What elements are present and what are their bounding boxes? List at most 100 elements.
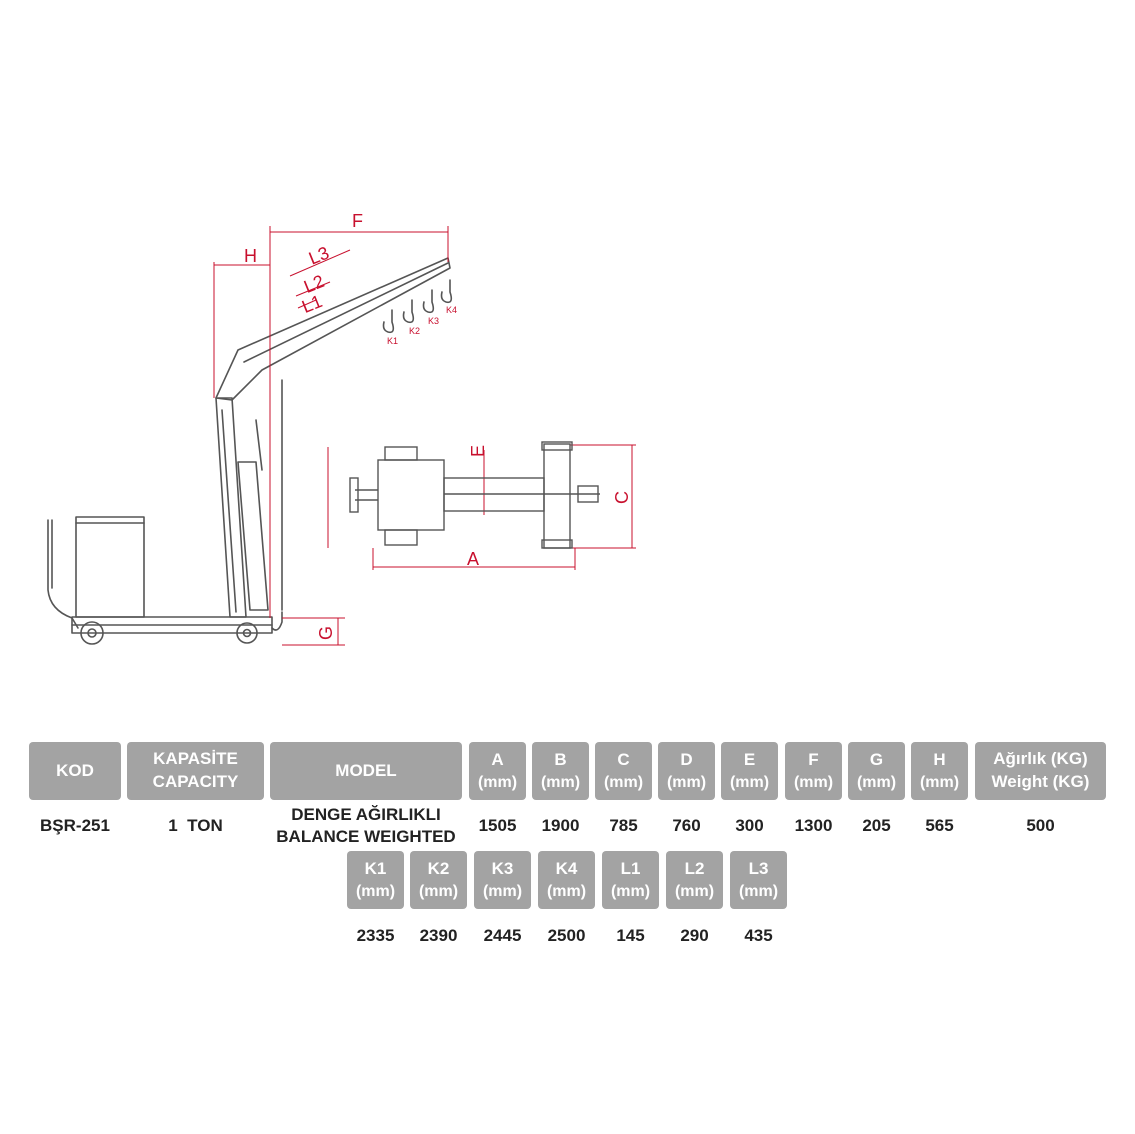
header-model: MODEL (270, 742, 462, 800)
header-k3: K3 (mm) (474, 851, 531, 909)
hook-k4 (440, 279, 453, 304)
value-capacity: 1 TON (168, 816, 223, 835)
header-k1-unit: (mm) (355, 882, 396, 900)
header-l3-label: L3 (748, 858, 769, 878)
header-a-label: A (491, 749, 504, 769)
rear-wheel (80, 621, 104, 645)
header-a-unit: (mm) (477, 773, 518, 791)
value-k2: 2390 (419, 926, 458, 945)
dimension-lines (213, 226, 636, 646)
header-h: H (mm) (911, 742, 968, 800)
crane-boom (215, 257, 451, 401)
label-K2: K2 (409, 326, 420, 336)
header-e-label: E (743, 749, 756, 769)
header-k1-label: K1 (364, 858, 387, 878)
header-l2-unit: (mm) (674, 882, 715, 900)
value-c: 785 (609, 816, 638, 835)
front-wheel-hub (242, 628, 252, 638)
header-g-unit: (mm) (856, 773, 897, 791)
value-d: 760 (672, 816, 701, 835)
header-k2-label: K2 (427, 858, 450, 878)
header-k4: K4 (mm) (538, 851, 595, 909)
hook-k3 (422, 289, 435, 314)
value-h: 565 (925, 816, 954, 835)
header-c-unit: (mm) (603, 773, 644, 791)
boom-center-line (243, 262, 449, 363)
header-e: E (mm) (721, 742, 778, 800)
header-h-label: H (933, 749, 946, 769)
rear-wheel-hub (87, 628, 97, 638)
value-k1: 2335 (356, 926, 395, 945)
header-b-label: B (554, 749, 567, 769)
header-f-unit: (mm) (793, 773, 834, 791)
header-l2: L2 (mm) (666, 851, 723, 909)
hydraulic-cylinder (237, 461, 269, 611)
header-l3-unit: (mm) (738, 882, 779, 900)
label-K1: K1 (387, 336, 398, 346)
label-F: F (352, 211, 363, 231)
header-f-label: F (808, 749, 819, 769)
label-H: H (244, 246, 257, 266)
header-c-label: C (617, 749, 630, 769)
value-l1: 145 (616, 926, 645, 945)
value-model: DENGE AĞIRLIKLI BALANCE WEIGHTED (262, 804, 470, 848)
header-d-unit: (mm) (666, 773, 707, 791)
header-capacity-tr: KAPASİTE (153, 749, 238, 769)
header-k4-label: K4 (555, 858, 578, 878)
cylinder-rod (255, 419, 263, 471)
value-model-tr: DENGE AĞIRLIKLI (291, 805, 441, 824)
header-a: A (mm) (469, 742, 526, 800)
front-wheel (236, 622, 258, 644)
header-d: D (mm) (658, 742, 715, 800)
mast-inner-line (221, 409, 237, 613)
header-h-unit: (mm) (919, 773, 960, 791)
value-weight: 500 (1026, 816, 1055, 835)
header-e-unit: (mm) (729, 773, 770, 791)
value-model-en: BALANCE WEIGHTED (276, 827, 456, 847)
header-k2: K2 (mm) (410, 851, 467, 909)
header-l1-label: L1 (620, 858, 641, 878)
top-view (349, 441, 600, 549)
value-f: 1300 (794, 816, 833, 835)
header-k3-label: K3 (491, 858, 514, 878)
header-b-unit: (mm) (540, 773, 581, 791)
header-weight-tr: Ağırlık (KG) (993, 749, 1088, 769)
label-E: E (468, 445, 488, 457)
base-hook (271, 611, 283, 631)
label-K3: K3 (428, 316, 439, 326)
header-weight: Ağırlık (KG) Weight (KG) (975, 742, 1106, 800)
header-capacity-en: CAPACITY (152, 772, 239, 791)
header-l1: L1 (mm) (602, 851, 659, 909)
label-A: A (467, 549, 479, 569)
value-kod: BŞR-251 (40, 816, 110, 835)
header-b: B (mm) (532, 742, 589, 800)
label-C: C (612, 491, 632, 504)
label-L3: L3 (306, 243, 332, 269)
header-k4-unit: (mm) (546, 882, 587, 900)
header-l2-label: L2 (684, 858, 705, 878)
value-g: 205 (862, 816, 891, 835)
value-e: 300 (735, 816, 764, 835)
header-g-label: G (869, 749, 884, 769)
header-kod: KOD (29, 742, 121, 800)
value-l2: 290 (680, 926, 709, 945)
hook-k1 (382, 309, 395, 334)
header-l1-unit: (mm) (610, 882, 651, 900)
header-l3: L3 (mm) (730, 851, 787, 909)
header-d-label: D (680, 749, 693, 769)
label-G: G (316, 626, 336, 640)
value-a: 1505 (478, 816, 517, 835)
header-weight-en: Weight (KG) (991, 772, 1090, 791)
counterweight-box (75, 516, 145, 618)
crane-mast (215, 397, 247, 618)
header-g: G (mm) (848, 742, 905, 800)
header-kod-label: KOD (56, 760, 94, 780)
header-f: F (mm) (785, 742, 842, 800)
value-k4: 2500 (547, 926, 586, 945)
value-l3: 435 (744, 926, 773, 945)
header-k2-unit: (mm) (418, 882, 459, 900)
value-b: 1900 (541, 816, 580, 835)
value-k3: 2445 (483, 926, 522, 945)
header-k3-unit: (mm) (482, 882, 523, 900)
header-k1: K1 (mm) (347, 851, 404, 909)
